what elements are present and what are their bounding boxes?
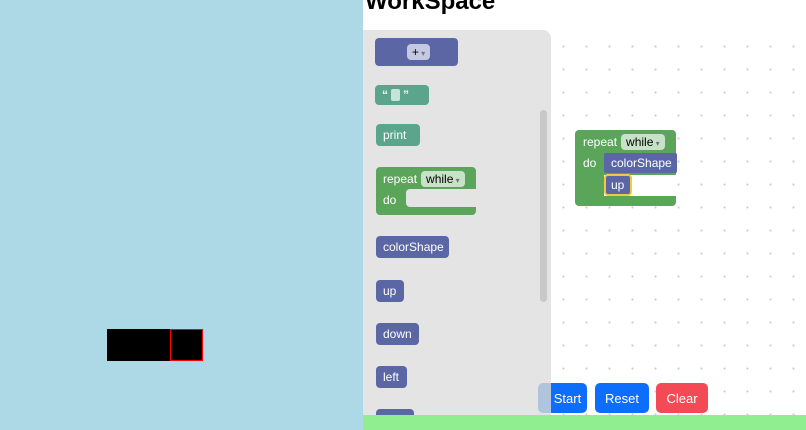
block-label: colorShape	[383, 240, 444, 254]
text-input[interactable]	[391, 89, 400, 101]
block-label: down	[383, 327, 412, 341]
header: WorkSpace	[363, 0, 806, 30]
quote-close: ”	[403, 88, 409, 102]
grid-cell-selected	[170, 329, 203, 361]
math-arithmetic-block[interactable]: +	[375, 38, 458, 66]
print-block[interactable]: print	[376, 124, 420, 146]
stage	[0, 0, 363, 430]
start-button[interactable]: Start	[538, 383, 587, 413]
mode-dropdown[interactable]: while	[621, 134, 665, 150]
block-label: left	[383, 370, 400, 384]
colorShape-block[interactable]: colorShape	[604, 153, 677, 173]
block-label: repeat	[383, 172, 418, 186]
block-label: up	[383, 284, 397, 298]
page-title: WorkSpace	[365, 0, 496, 15]
operator-dropdown[interactable]: +	[406, 44, 431, 60]
grid-cell	[107, 329, 170, 361]
partial-block[interactable]	[376, 409, 414, 415]
bottom-bar	[363, 415, 806, 430]
block-label: up	[611, 178, 625, 192]
mode-dropdown[interactable]: while	[421, 171, 465, 187]
down-block[interactable]: down	[376, 323, 419, 345]
block-label: repeat	[583, 135, 618, 149]
colorShape-block[interactable]: colorShape	[376, 236, 449, 258]
do-label: do	[383, 193, 397, 207]
block-label: colorShape	[611, 156, 672, 170]
text-block[interactable]: “ ”	[375, 85, 429, 105]
flyout-scrollbar[interactable]	[540, 110, 547, 302]
reset-button[interactable]: Reset	[595, 383, 649, 413]
clear-button[interactable]: Clear	[656, 383, 708, 413]
do-label: do	[583, 156, 597, 170]
quote-open: “	[382, 88, 388, 102]
block-label: print	[383, 128, 407, 142]
up-block-selected[interactable]: up	[604, 174, 632, 196]
left-block[interactable]: left	[376, 366, 407, 388]
up-block[interactable]: up	[376, 280, 404, 302]
